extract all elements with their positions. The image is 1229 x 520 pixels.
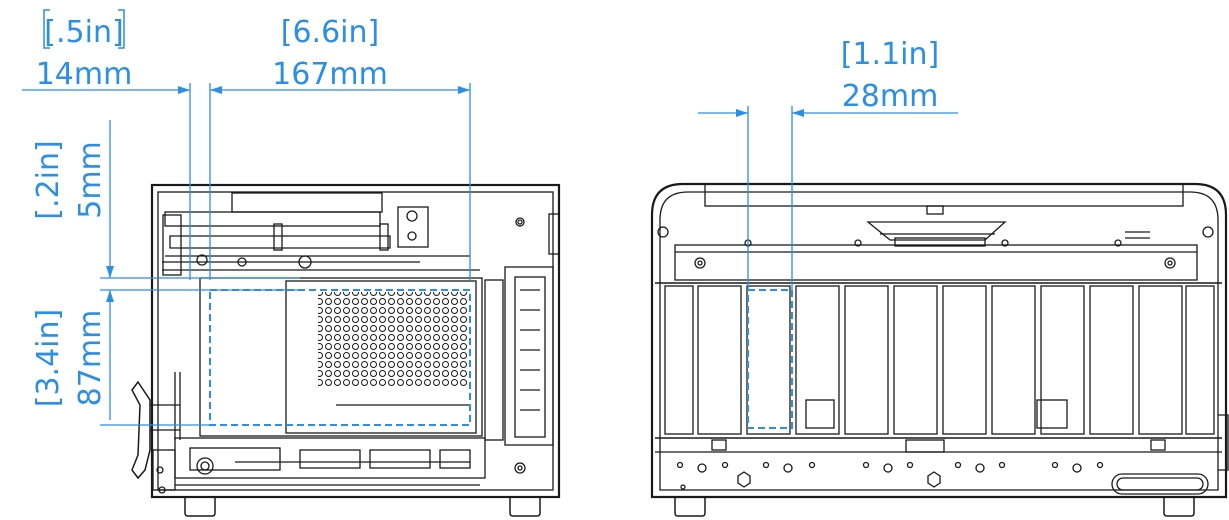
card-slots <box>664 285 1215 435</box>
slot-width-mm-label: 28mm <box>842 79 939 114</box>
width-mm-label: 167mm <box>272 57 388 92</box>
left-gap-inch-label: [.5in] <box>44 15 123 50</box>
side-view-drawing <box>131 183 561 517</box>
arrowhead <box>106 266 114 278</box>
width-inch-label: [6.6in] <box>281 15 379 50</box>
height-inch-label: [3.4in] <box>31 309 66 407</box>
arrowhead <box>106 290 114 302</box>
slot-width-inch-label: [1.1in] <box>841 37 939 72</box>
arrowhead <box>210 86 222 94</box>
front-view-drawing <box>650 182 1229 517</box>
arrowhead <box>792 109 804 117</box>
bracket-right <box>118 9 125 49</box>
drive-outline-front <box>747 289 793 429</box>
dimension-labels: [.5in] 14mm [6.6in] 167mm [1.1in] 28mm [… <box>31 9 939 407</box>
arrowhead <box>178 86 190 94</box>
port-holes <box>676 461 1104 490</box>
dimension-overlays <box>22 83 958 429</box>
left-gap-mm-label: 14mm <box>36 57 133 92</box>
top-gap-inch-label: [.2in] <box>31 140 66 219</box>
arrowhead <box>458 86 470 94</box>
bracket-left <box>43 9 50 49</box>
top-gap-mm-label: 5mm <box>73 141 108 219</box>
arrowhead <box>736 109 748 117</box>
height-mm-label: 87mm <box>73 310 108 407</box>
